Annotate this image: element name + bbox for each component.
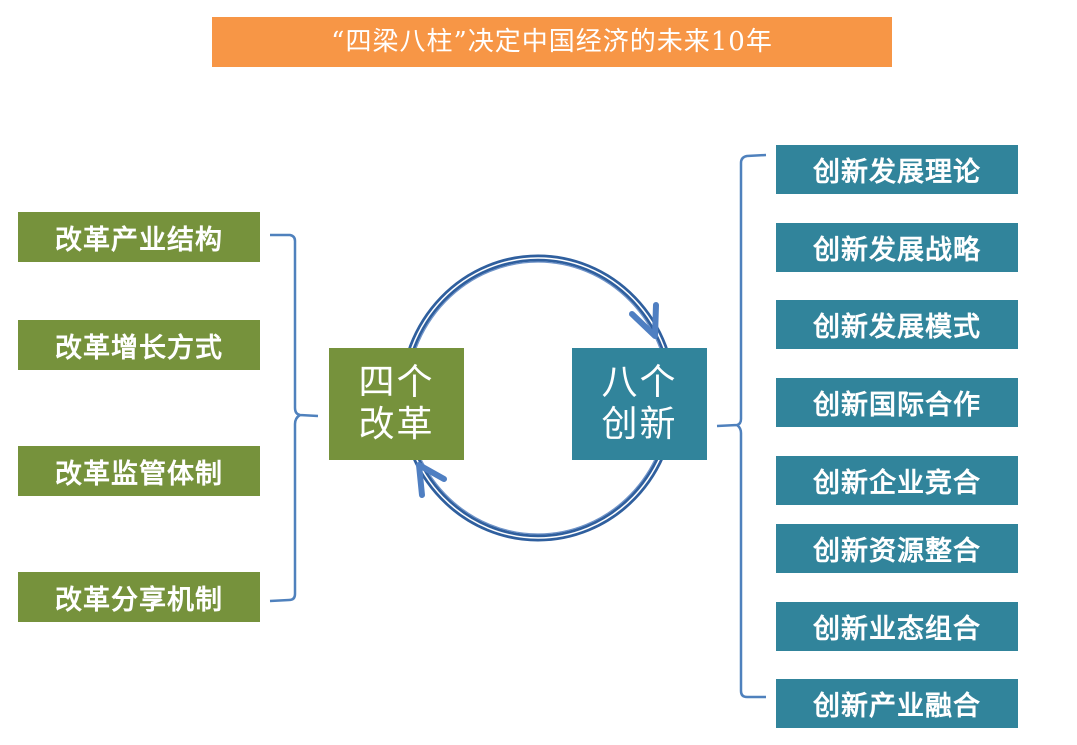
innovation-item: 创新资源整合	[776, 524, 1018, 573]
innovation-item: 创新产业融合	[776, 679, 1018, 728]
hub-label-line: 四个	[358, 362, 435, 403]
hub-four-reforms: 四个 改革	[329, 348, 464, 460]
hub-label-line: 八个	[601, 362, 678, 403]
innovation-item: 创新发展战略	[776, 223, 1018, 272]
reform-item: 改革分享机制	[18, 572, 260, 622]
innovation-item: 创新发展模式	[776, 300, 1018, 349]
diagram-title: “四梁八柱”决定中国经济的未来10年	[212, 17, 892, 67]
hub-label-line: 改革	[358, 404, 435, 445]
innovation-item: 创新国际合作	[776, 378, 1018, 427]
cycle-arrow-left-icon	[416, 462, 447, 498]
hub-label-line: 创新	[601, 404, 678, 445]
reform-item: 改革增长方式	[18, 320, 260, 370]
cycle-arrow-right-icon	[629, 302, 659, 339]
left-brace	[269, 233, 319, 603]
right-brace	[716, 153, 767, 699]
innovation-item: 创新业态组合	[776, 602, 1018, 651]
hub-eight-innovations: 八个 创新	[572, 348, 707, 460]
innovation-item: 创新发展理论	[776, 145, 1018, 194]
reform-item: 改革监管体制	[18, 446, 260, 496]
innovation-item: 创新企业竞合	[776, 456, 1018, 505]
reform-item: 改革产业结构	[18, 212, 260, 262]
